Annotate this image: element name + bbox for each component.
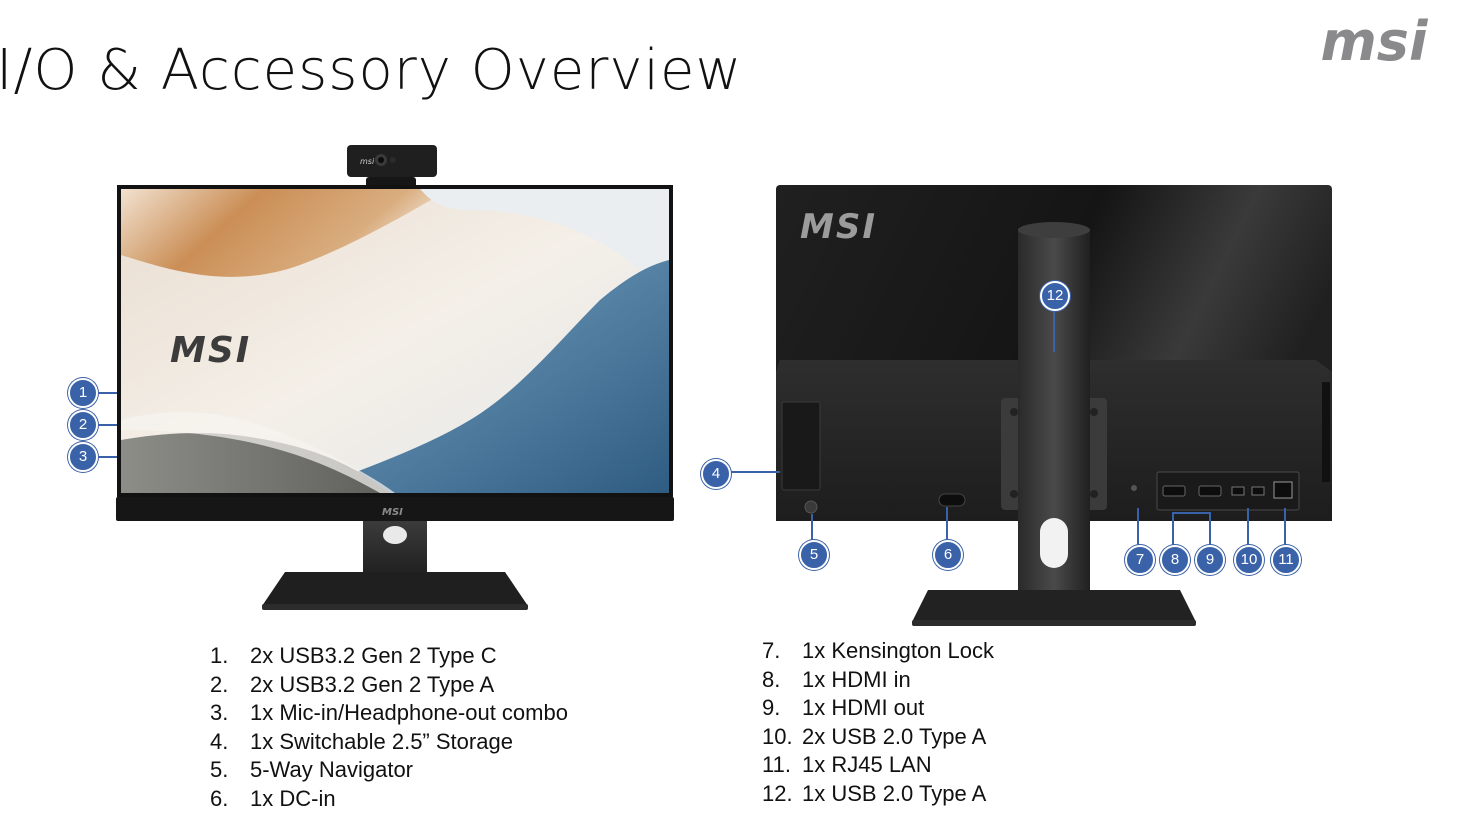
svg-text:msi: msi: [1321, 12, 1429, 73]
list-item: 9.1x HDMI out: [762, 695, 925, 720]
list-item: 12.1x USB 2.0 Type A: [762, 780, 987, 806]
list-item: 8.1x HDMI in: [762, 666, 911, 692]
list-item: 1.2x USB3.2 Gen 2 Type C: [210, 643, 497, 668]
callout-6: 6: [933, 540, 963, 570]
list-item: 5.5-Way Navigator: [210, 757, 414, 782]
list-item: 2.2x USB3.2 Gen 2 Type A: [210, 671, 495, 697]
callout-7: 7: [1125, 545, 1155, 575]
callout-4: 4: [701, 459, 731, 489]
callout-3: 3: [68, 442, 98, 472]
list-item: 10.2x USB 2.0 Type A: [762, 723, 987, 749]
list-item: 3.1x Mic-in/Headphone-out combo: [210, 700, 568, 725]
msi-brand-logo: msi: [1321, 12, 1429, 73]
callout-8: 8: [1160, 545, 1190, 575]
svg-text:MSI: MSI: [170, 330, 251, 371]
callout-9: 9: [1195, 545, 1225, 575]
list-item: 4.1x Switchable 2.5” Storage: [210, 728, 513, 754]
rear-port-list: 7.1x Kensington Lock 8.1x HDMI in 9.1x H…: [762, 637, 994, 808]
callout-5: 5: [799, 540, 829, 570]
list-item: 6.1x DC-in: [210, 785, 336, 811]
screen-wallpaper: MSI: [121, 189, 669, 493]
callout-12: 12: [1040, 281, 1070, 311]
svg-text:msi: msi: [360, 157, 375, 166]
callout-2: 2: [68, 410, 98, 440]
list-item: 11.1x RJ45 LAN: [762, 752, 932, 777]
callout-11: 11: [1271, 545, 1301, 575]
page-title: I/O & Accessory Overview: [0, 38, 743, 103]
callout-10: 10: [1234, 545, 1264, 575]
svg-text:MSI: MSI: [800, 207, 877, 247]
front-port-list: 1.2x USB3.2 Gen 2 Type C 2.2x USB3.2 Gen…: [210, 642, 568, 813]
list-item: 7.1x Kensington Lock: [762, 638, 995, 663]
callout-1: 1: [68, 378, 98, 408]
svg-text:MSI: MSI: [382, 507, 403, 518]
